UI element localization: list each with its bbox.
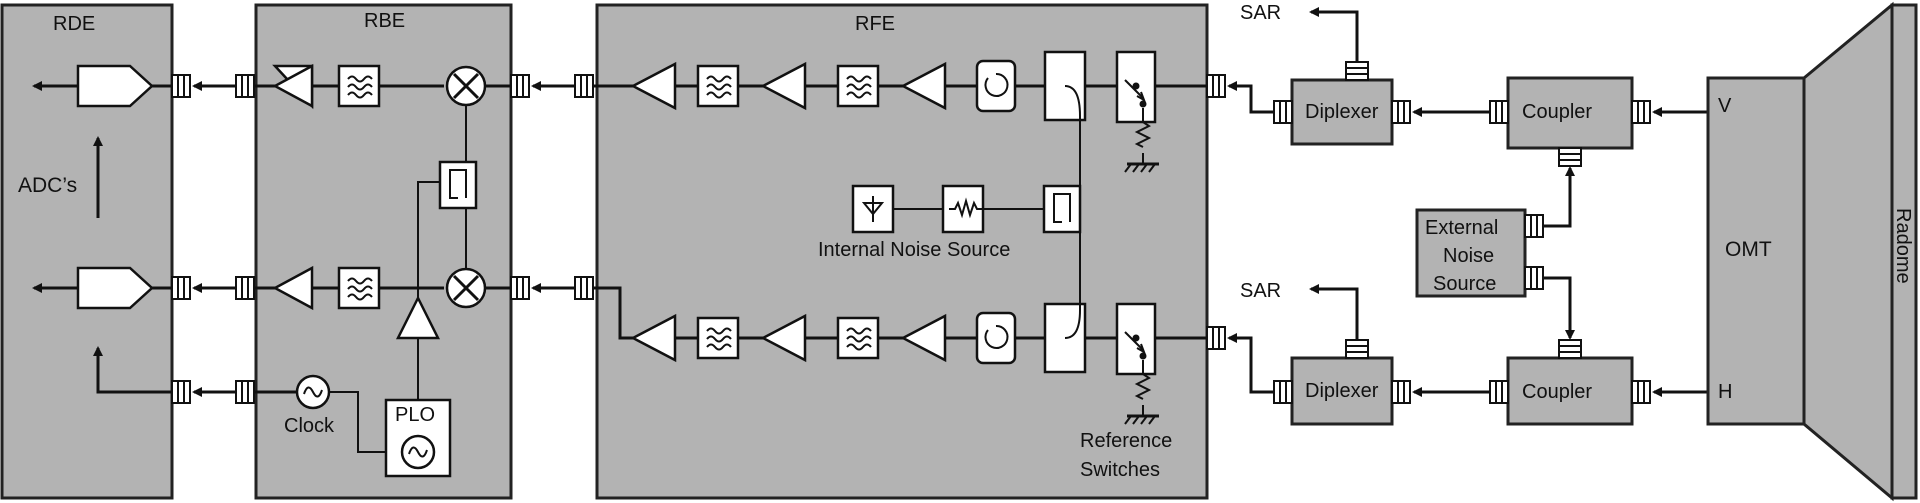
omt-box <box>1706 76 1806 426</box>
rfe-amp-top-1-icon <box>630 61 677 111</box>
isolator-bottom-icon <box>975 311 1017 365</box>
plo-label: PLO <box>395 404 435 426</box>
sar-bottom-label: SAR <box>1240 280 1281 302</box>
connector-rbe-rf-bottom <box>510 276 530 300</box>
rfe-amp-bottom-1-icon <box>630 313 677 363</box>
rfe-amp-top-3-icon <box>900 61 947 111</box>
rfe-filter-bottom-2-icon <box>836 316 880 360</box>
diplexer-bottom-label: Diplexer <box>1305 380 1379 402</box>
connector-rfe-in-bottom <box>1206 326 1226 350</box>
lo-splitter-icon <box>438 160 478 210</box>
coupler-top-label: Coupler <box>1522 101 1592 123</box>
pol-h-label: H <box>1718 381 1732 403</box>
mixer-bottom-icon <box>445 267 487 309</box>
reference-switches-label-2: Switches <box>1080 459 1160 481</box>
external-noise-source-box <box>1415 208 1527 298</box>
connector-rbe-mid <box>235 276 255 300</box>
rfe-filter-bottom-1-icon <box>696 316 740 360</box>
connector-coupler-top-right <box>1631 100 1651 124</box>
connector-diplexer-bottom-sar <box>1345 339 1369 359</box>
adc-bottom-icon <box>76 266 154 310</box>
rfe-label: RFE <box>855 13 895 35</box>
clock-label: Clock <box>284 415 335 437</box>
internal-noise-source-label: Internal Noise Source <box>818 239 1010 261</box>
connector-rfe-in-top <box>1206 74 1226 98</box>
radome-label: Radome <box>1892 208 1914 284</box>
external-noise-source-label-1: External <box>1425 217 1498 239</box>
connector-diplexer-top-sar <box>1345 61 1369 81</box>
sar-top-label: SAR <box>1240 2 1281 24</box>
connector-ens-bottom <box>1524 266 1544 290</box>
rde-label: RDE <box>53 13 95 35</box>
connector-coupler-bottom-right <box>1631 380 1651 404</box>
diplexer-top-label: Diplexer <box>1305 101 1379 123</box>
connector-rfe-out-top <box>574 74 594 98</box>
connector-rde-top <box>171 74 191 98</box>
omt-label: OMT <box>1725 238 1772 261</box>
connector-ens-top <box>1524 214 1544 238</box>
rfe-amp-top-2-icon <box>760 61 807 111</box>
rbe-amp-bottom-icon <box>272 265 314 311</box>
connector-rfe-out-bottom <box>574 276 594 300</box>
radome-box <box>1890 3 1918 500</box>
coupler-top-box <box>1506 76 1634 150</box>
coupler-bottom-label: Coupler <box>1522 381 1592 403</box>
adc-top-icon <box>76 64 154 108</box>
horn-antenna-icon <box>1802 1 1894 502</box>
connector-coupler-top-left <box>1489 100 1509 124</box>
connector-rbe-top <box>235 74 255 98</box>
connector-rde-bottom <box>171 380 191 404</box>
reference-switches-label-1: Reference <box>1080 430 1172 452</box>
connector-coupler-bottom-left <box>1489 380 1509 404</box>
coupler-bottom-box <box>1506 356 1634 426</box>
connector-rde-mid <box>171 276 191 300</box>
connector-diplexer-top-left <box>1273 100 1293 124</box>
rfe-filter-top-2-icon <box>836 64 880 108</box>
connector-rbe-rf-top <box>510 74 530 98</box>
connector-diplexer-bottom-right <box>1391 380 1411 404</box>
isolator-top-icon <box>975 59 1017 113</box>
connector-coupler-bottom-top <box>1558 339 1582 359</box>
rfe-amp-bottom-3-icon <box>900 313 947 363</box>
mixer-top-icon <box>445 65 487 107</box>
rfe-amp-bottom-2-icon <box>760 313 807 363</box>
rfe-filter-top-1-icon <box>696 64 740 108</box>
rbe-filter-bottom-icon <box>337 266 381 310</box>
rbe-label: RBE <box>364 10 405 32</box>
external-noise-source-label-2: Noise <box>1443 245 1494 267</box>
rbe-filter-top-icon <box>337 64 381 108</box>
clock-oscillator-icon <box>295 374 331 410</box>
diplexer-top-box <box>1290 78 1394 146</box>
connector-rbe-bottom <box>235 380 255 404</box>
adcs-label: ADC’s <box>18 174 77 197</box>
plo-oscillator-icon <box>400 434 436 470</box>
pol-v-label: V <box>1718 95 1732 117</box>
connector-diplexer-top-right <box>1391 100 1411 124</box>
noise-splitter-icon <box>1042 184 1082 234</box>
connector-coupler-top-bottom <box>1558 147 1582 167</box>
external-noise-source-label-3: Source <box>1433 273 1496 295</box>
connector-diplexer-bottom-left <box>1273 380 1293 404</box>
